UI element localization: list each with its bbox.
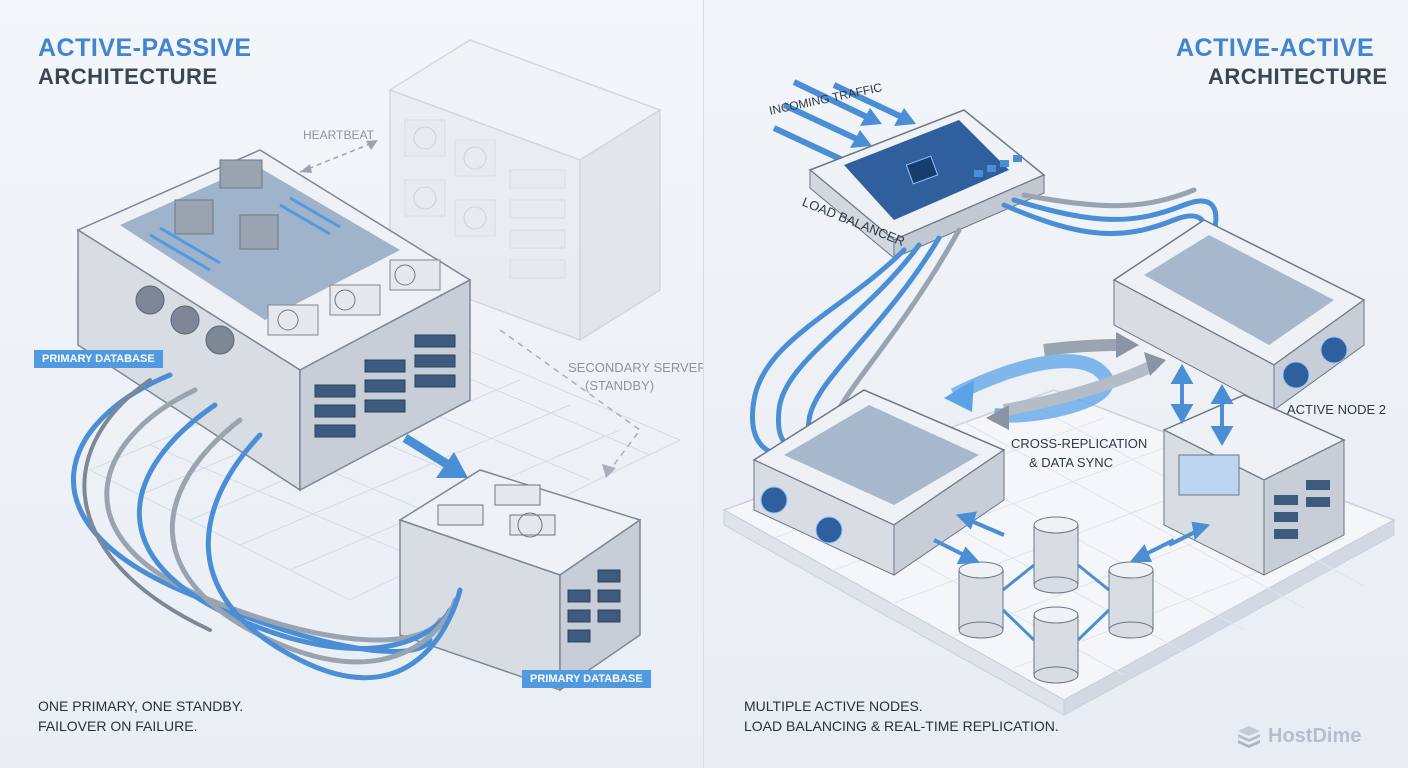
primary-database [398,469,642,692]
active-passive-caption: ONE PRIMARY, ONE STANDBY. FAILOVER ON FA… [38,696,243,736]
primary-database-tag: PRIMARY DATABASE [522,670,651,688]
primary-tag: PRIMARY DATABASE [34,350,163,368]
failover-arrow [402,434,468,478]
active-active-title: ACTIVE-ACTIVE [1176,34,1375,62]
cables [70,372,463,681]
replication-label-line-1: CROSS-REPLICATION [1011,436,1148,451]
active-node-1 [752,389,1006,576]
active-passive-title: ACTIVE-PASSIVE [38,34,252,62]
hostdime-logo: HostDime [1236,724,1361,748]
node-sync-arrows [1170,363,1234,447]
secondary-server-standby-label: (STANDBY) [585,378,655,393]
heartbeat-arrow [299,141,376,173]
active-active-panel: ACTIVE-ACTIVE ARCHITECTURE [704,0,1408,768]
replication-arrows [944,332,1166,430]
active-active-subtitle: ARCHITECTURE [1208,64,1388,89]
db-cylinder-2 [1033,516,1079,594]
database-cluster [933,511,1211,684]
cube-stack-icon [1238,726,1260,748]
load-balancer [808,109,1046,260]
active-node-2 [1112,219,1366,411]
active-passive-panel: ACTIVE-PASSIVE ARCHITECTURE [0,0,707,768]
db-cylinder-4 [1033,606,1079,684]
heartbeat-label: HEARTBEAT [303,128,374,142]
replication-label-line-2: & DATA SYNC [1029,455,1114,470]
secondary-server-label: SECONDARY SERVER [568,360,707,375]
active-active-illustration [722,79,1396,716]
caption-line-2: FAILOVER ON FAILURE. [38,718,198,734]
active-passive-subtitle: ARCHITECTURE [38,64,218,89]
logo-text: HostDime [1268,724,1362,747]
caption-line-1: ONE PRIMARY, ONE STANDBY. [38,698,244,714]
active-active-caption: MULTIPLE ACTIVE NODES. LOAD BALANCING & … [744,696,1059,736]
failover-dashed-line [499,329,642,471]
caption-line-2: LOAD BALANCING & REAL-TIME REPLICATION. [744,718,1059,734]
caption-line-1: MULTIPLE ACTIVE NODES. [744,698,923,714]
active-node-2-label: ACTIVE NODE 2 [1287,402,1386,417]
storage-server [1162,394,1346,576]
primary-server [76,149,472,492]
db-cylinder-3 [1108,561,1154,639]
active-passive-illustration [70,39,682,692]
db-cylinder-1 [958,561,1004,639]
